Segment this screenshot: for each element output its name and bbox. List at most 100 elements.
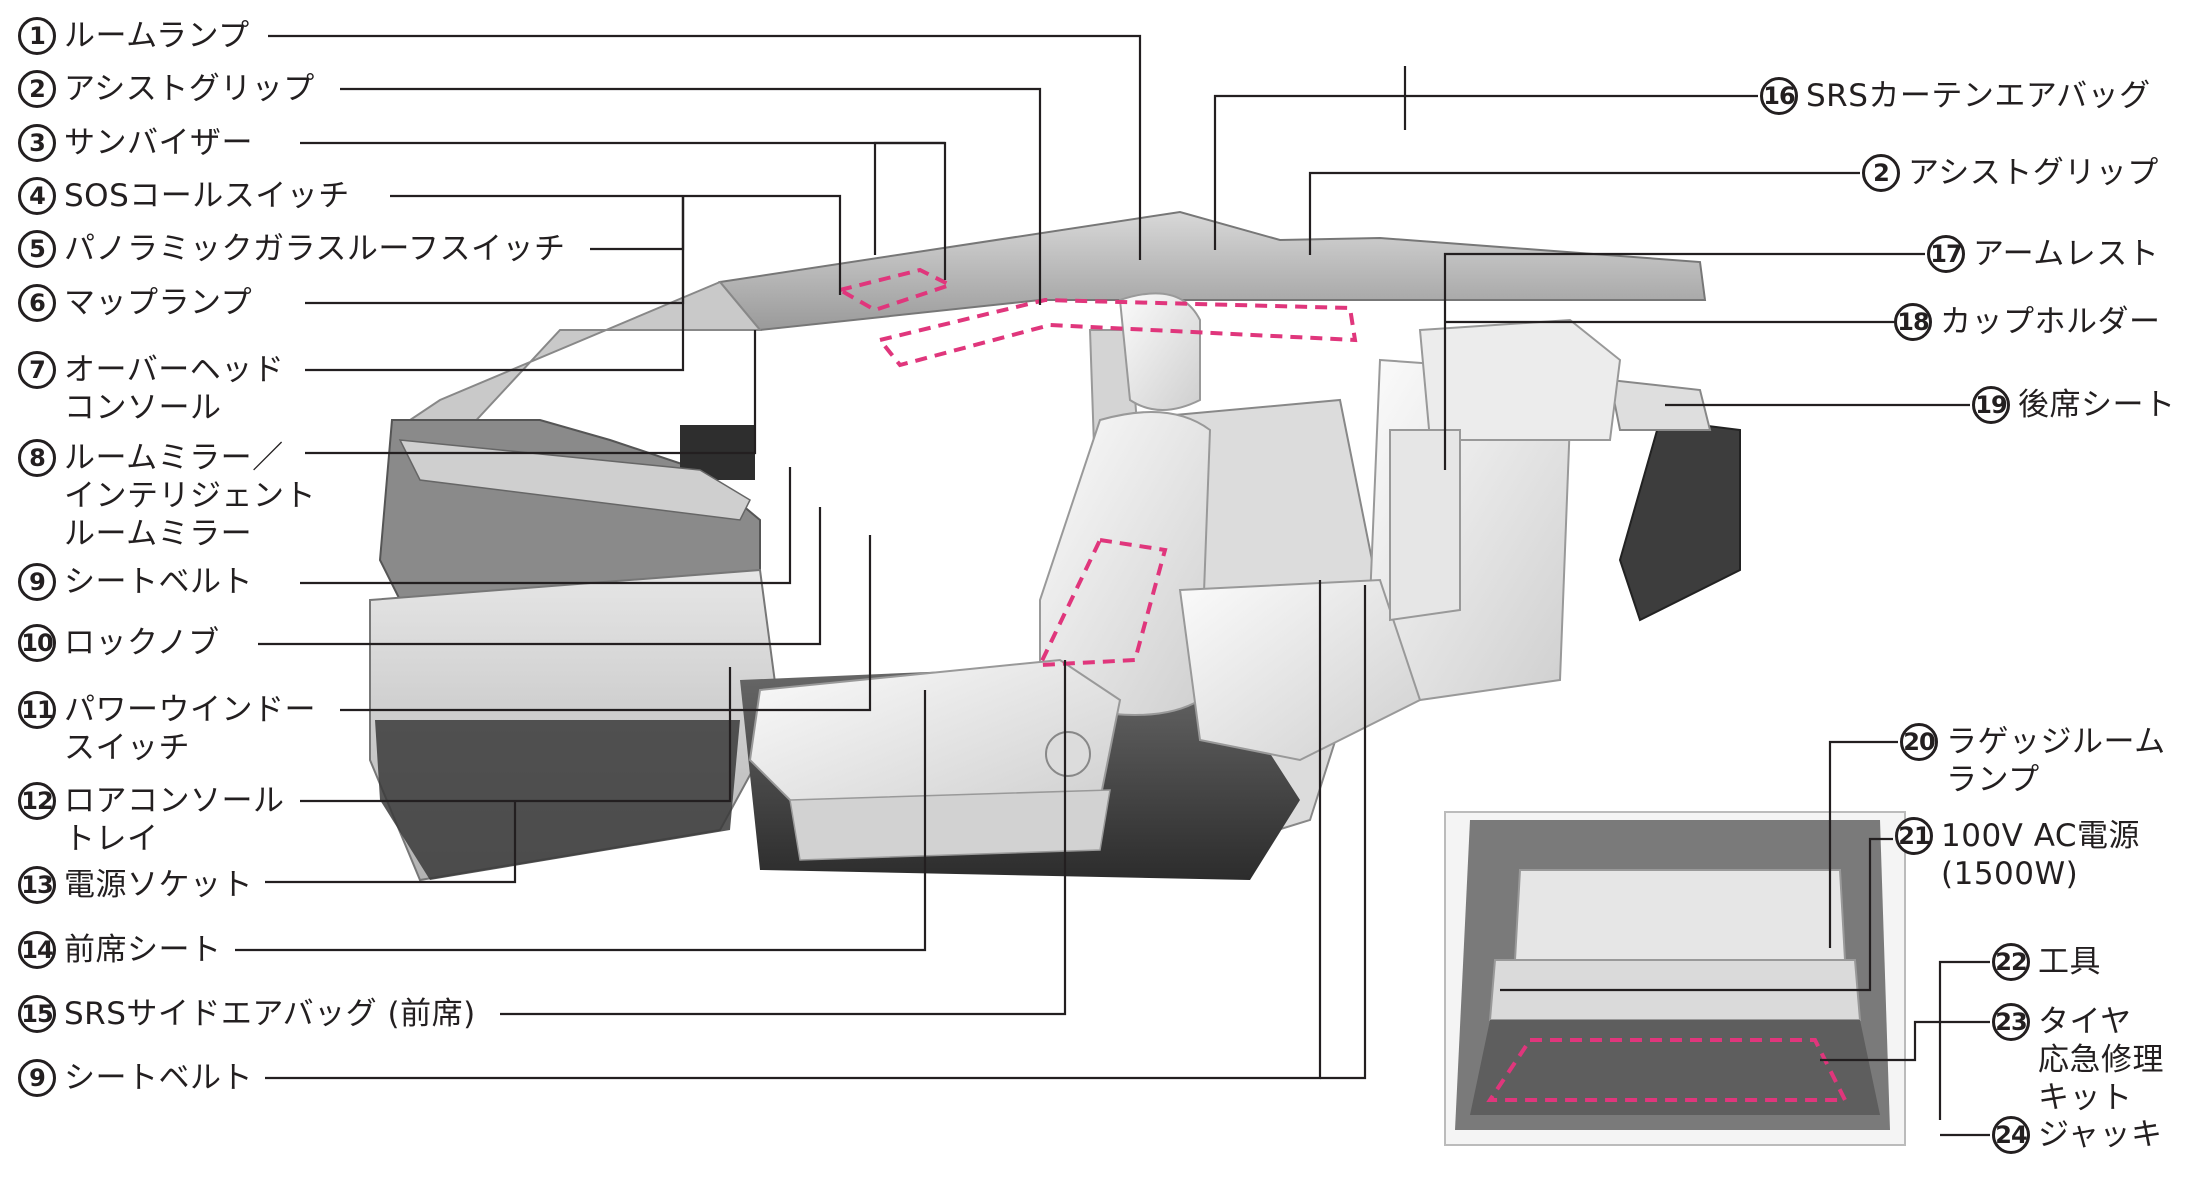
callout-number: 2 xyxy=(1862,154,1900,192)
callout-number: 3 xyxy=(18,124,56,162)
seat-recliner-knob xyxy=(1045,731,1091,777)
callout-label: 電源ソケット xyxy=(64,867,253,903)
rear-seat xyxy=(1178,318,1622,762)
callout-front-seat: 14 前席シート xyxy=(18,931,222,969)
callout-number: 22 xyxy=(1992,943,2030,981)
inset-rear-seats xyxy=(1513,869,1847,961)
leader-lines xyxy=(235,34,1990,1137)
callout-number: 15 xyxy=(18,995,56,1033)
callout-room-lamp: 1 ルームランプ xyxy=(18,17,250,55)
callout-number: 2 xyxy=(18,70,56,108)
rear-open-door xyxy=(1618,418,1741,622)
headliner xyxy=(718,210,1707,332)
callout-lower-console-tray: 12 ロアコンソール トレイ xyxy=(18,782,285,858)
callout-label: シートベルト xyxy=(64,564,253,600)
rear-door-trim xyxy=(1608,378,1712,431)
callout-number: 16 xyxy=(1760,77,1798,115)
front-seat-base xyxy=(789,789,1111,861)
callout-label: ラゲッジルーム ランプ xyxy=(1946,724,2166,798)
callout-label: アシストグリップ xyxy=(64,71,315,107)
callout-number: 24 xyxy=(1992,1116,2030,1154)
front-seat xyxy=(748,292,1212,861)
front-seat-headrest xyxy=(1118,292,1201,411)
callout-number: 9 xyxy=(18,1059,56,1097)
callout-number: 23 xyxy=(1992,1003,2030,1041)
dash-trim xyxy=(398,439,751,521)
callout-number: 1 xyxy=(18,17,56,55)
callout-label: 前席シート xyxy=(64,932,222,968)
callout-room-mirror: 8 ルームミラー／ インテリジェント ルームミラー xyxy=(18,439,316,553)
callout-label: 工具 xyxy=(2038,944,2101,980)
callout-tire-repair-kit: 23 タイヤ 応急修理 キット xyxy=(1992,1003,2164,1117)
callout-number: 18 xyxy=(1894,303,1932,341)
callout-curtain-airbag: 16 SRSカーテンエアバッグ xyxy=(1760,77,2151,115)
callout-sos-call-switch: 4 SOSコールスイッチ xyxy=(18,177,350,215)
callout-label: SOSコールスイッチ xyxy=(64,178,350,214)
callout-side-airbag: 15 SRSサイドエアバッグ (前席) xyxy=(18,995,476,1033)
callout-label: ルームランプ xyxy=(64,18,250,54)
callout-label: サンバイザー xyxy=(64,125,253,161)
callout-label: ルームミラー／ インテリジェント ルームミラー xyxy=(64,440,316,552)
callout-lock-knob: 10 ロックノブ xyxy=(18,624,220,662)
callout-power-window-switch: 11 パワーウインドー スイッチ xyxy=(18,691,316,767)
callout-jack: 24 ジャッキ xyxy=(1992,1116,2162,1154)
callout-label: パワーウインドー スイッチ xyxy=(64,692,316,766)
callout-number: 8 xyxy=(18,439,56,477)
callout-label: オーバーヘッド コンソール xyxy=(64,352,285,426)
curtain-airbag-outline xyxy=(876,297,1358,368)
callout-label: ロアコンソール トレイ xyxy=(64,783,285,857)
callout-number: 7 xyxy=(18,351,56,389)
luggage-inset xyxy=(1444,811,1906,1146)
rear-seat-cushion xyxy=(1178,578,1422,762)
callout-cup-holder: 18 カップホルダー xyxy=(1894,303,2161,341)
callout-armrest: 17 アームレスト xyxy=(1927,235,2159,273)
callout-label: 100V AC電源 (1500W) xyxy=(1941,818,2141,892)
inset-floor-board-outline xyxy=(1486,1038,1849,1102)
callout-number: 9 xyxy=(18,563,56,601)
callout-sun-visor: 3 サンバイザー xyxy=(18,124,253,162)
callout-label: SRSカーテンエアバッグ xyxy=(1806,78,2151,114)
callout-label: ジャッキ xyxy=(2038,1117,2163,1153)
callout-label: パノラミックガラスルーフスイッチ xyxy=(64,231,566,267)
callout-number: 11 xyxy=(18,691,56,729)
callout-rear-seat: 19 後席シート xyxy=(1972,386,2176,424)
callout-label: マップランプ xyxy=(64,285,253,321)
side-airbag-outline xyxy=(1036,537,1168,668)
callout-number: 20 xyxy=(1900,723,1938,761)
callout-label: アームレスト xyxy=(1973,236,2160,272)
rear-seat-back-left xyxy=(1418,318,1622,441)
callout-number: 6 xyxy=(18,284,56,322)
callout-seat-belt-rear: 9 シートベルト xyxy=(18,1059,253,1097)
callout-label: アシストグリップ xyxy=(1908,155,2159,191)
callout-label: タイヤ 応急修理 キット xyxy=(2038,1004,2164,1116)
callout-tools: 22 工具 xyxy=(1992,943,2101,981)
callout-overhead-console: 7 オーバーヘッド コンソール xyxy=(18,351,284,427)
callout-number: 14 xyxy=(18,931,56,969)
callout-number: 12 xyxy=(18,782,56,820)
callout-number: 10 xyxy=(18,624,56,662)
callout-label: シートベルト xyxy=(64,1060,253,1096)
callout-number: 4 xyxy=(18,177,56,215)
callout-label: カップホルダー xyxy=(1940,304,2161,340)
callout-label: ロックノブ xyxy=(64,625,220,661)
callout-number: 21 xyxy=(1895,817,1933,855)
callout-seat-belt: 9 シートベルト xyxy=(18,563,253,601)
callout-label: SRSサイドエアバッグ (前席) xyxy=(64,996,476,1032)
airbag-outlines xyxy=(834,267,1358,668)
callout-luggage-lamp: 20 ラゲッジルーム ランプ xyxy=(1900,723,2166,799)
callout-panoramic-roof-switch: 5 パノラミックガラスルーフスイッチ xyxy=(18,230,566,268)
callout-number: 19 xyxy=(1972,386,2010,424)
callout-power-socket: 13 電源ソケット xyxy=(18,866,253,904)
callout-map-lamp: 6 マップランプ xyxy=(18,284,252,322)
callout-number: 5 xyxy=(18,230,56,268)
inset-cargo-floor xyxy=(1470,1020,1880,1115)
callout-number: 13 xyxy=(18,866,56,904)
callout-number: 17 xyxy=(1927,235,1965,273)
callout-assist-grip-rear: 2 アシストグリップ xyxy=(1862,154,2159,192)
callout-ac-outlet: 21 100V AC電源 (1500W) xyxy=(1895,817,2140,893)
overhead-console-outline xyxy=(834,267,956,313)
callout-label: 後席シート xyxy=(2018,387,2176,423)
armrest xyxy=(1389,429,1461,622)
